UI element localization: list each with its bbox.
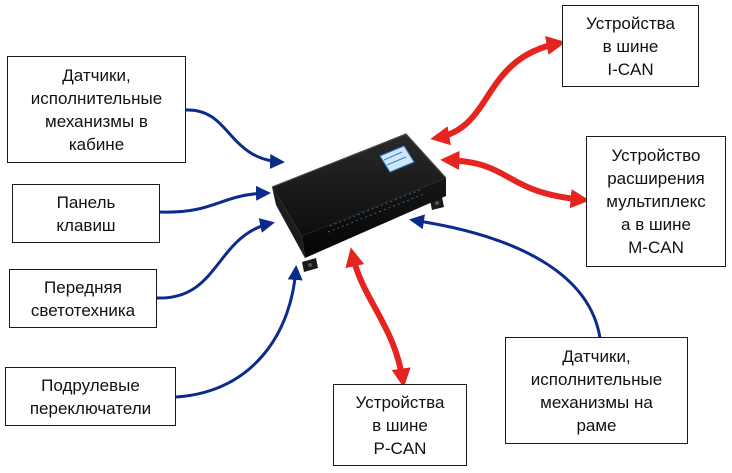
label-sensors-cab: Датчики, исполнительные механизмы в каби… [30,65,163,154]
label-key-panel: Панель клавиш [56,192,116,235]
label-sensors-frame: Датчики, исполнительные механизмы на рам… [530,346,663,435]
arrow-mcan [440,150,590,209]
arrow-key-panel [159,185,271,214]
box-pcan: Устройства в шине P-CAN [333,384,467,466]
label-icans: Устройства в шине I-CAN [586,13,675,79]
arrow-icans [430,36,566,146]
arrow-front-lights [156,218,275,300]
arrow-pcan [345,247,411,388]
box-key-panel: Панель клавиш [12,184,160,243]
label-steering-switches: Подрулевые переключатели [29,375,152,418]
box-mcan: Устройство расширения мультиплекс а в ши… [586,136,726,267]
control-unit-icon [271,133,447,272]
box-icans: Устройства в шине I-CAN [562,5,699,87]
arrow-sensors-cab [185,108,285,170]
label-mcan: Устройство расширения мультиплекс а в ши… [606,146,706,257]
label-pcan: Устройства в шине P-CAN [355,392,445,458]
arrow-sensors-frame [409,214,602,339]
box-steering-switches: Подрулевые переключатели [5,367,176,426]
box-sensors-frame: Датчики, исполнительные механизмы на рам… [505,337,688,444]
arrow-steering-switches [175,265,303,399]
label-front-lights: Передняя светотехника [30,277,136,320]
box-front-lights: Передняя светотехника [9,269,157,328]
box-sensors-cab: Датчики, исполнительные механизмы в каби… [7,56,186,163]
